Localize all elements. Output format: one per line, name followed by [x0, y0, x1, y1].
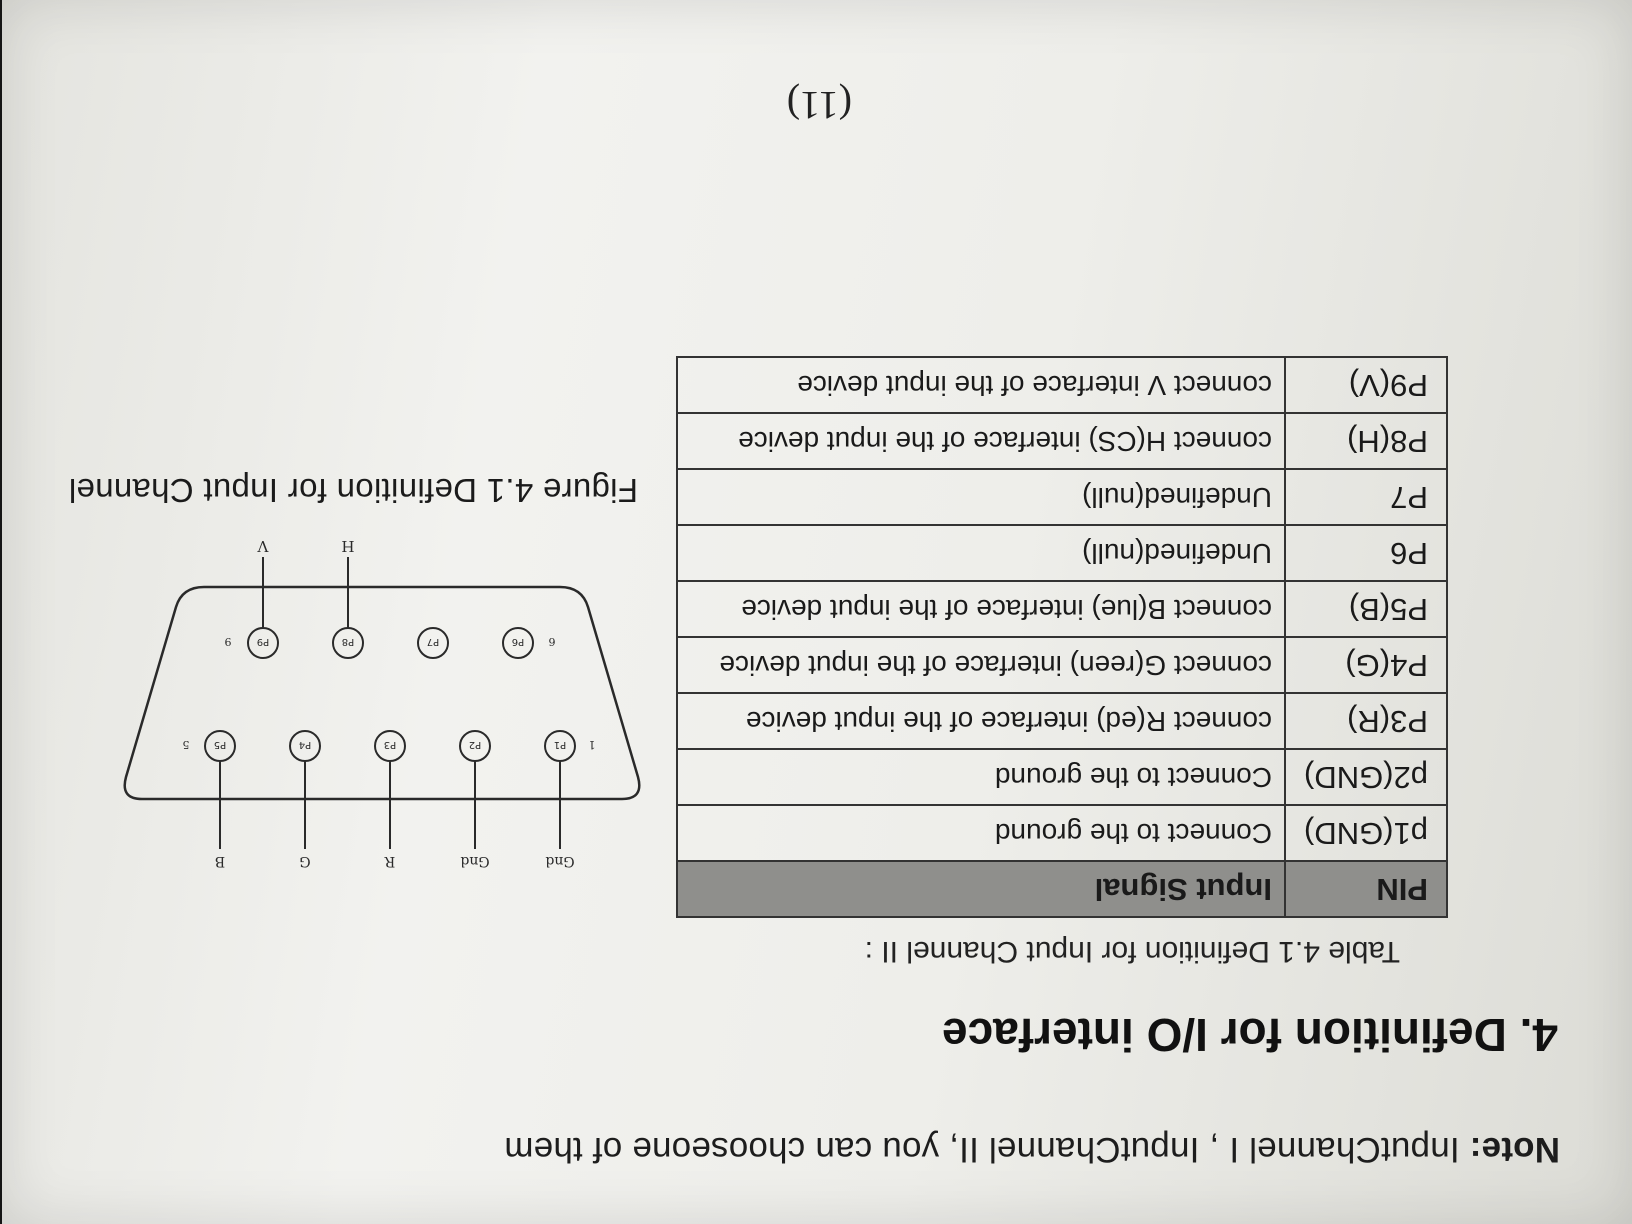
pin-cell: P9(V): [1285, 357, 1447, 413]
corner-label-9: 9: [225, 635, 232, 648]
corner-label-6: 6: [549, 635, 556, 648]
signal-label-p1: Gnd: [545, 853, 574, 869]
header-input-signal: Input Signal: [677, 861, 1285, 917]
pin-cell: p2(GND): [1285, 749, 1447, 805]
pin-p9: [247, 627, 279, 659]
pin-cell: P4(G): [1285, 637, 1447, 693]
pin-cell: p1(GND): [1285, 805, 1447, 861]
signal-cell: Connect to the ground: [677, 805, 1285, 861]
signal-label-h: H: [341, 539, 354, 555]
signal-label-p5: B: [215, 853, 225, 869]
pin-p4: [289, 730, 321, 762]
pin-definition-table: PIN Input Signal p1(GND)Connect to the g…: [676, 356, 1448, 918]
pin-p2: [459, 730, 491, 762]
note-text: InputChannel I , InputChannel II, you ca…: [504, 1130, 1470, 1169]
signal-cell: connect G(reen) interface of the input d…: [677, 637, 1285, 693]
signal-cell: connect V interface of the input device: [677, 357, 1285, 413]
signal-cell: Undefined(null): [677, 469, 1285, 525]
pin-p8-label: P8: [342, 636, 354, 647]
table-row: P5(B)connect B(lue) interface of the inp…: [677, 581, 1447, 637]
pin-p4-label: P4: [299, 739, 311, 750]
signal-label-p4: G: [299, 853, 310, 869]
table-row: p1(GND)Connect to the ground: [677, 805, 1447, 861]
signal-label-p2: Gnd: [460, 853, 489, 869]
header-pin: PIN: [1285, 861, 1447, 917]
signal-cell: connect H(CS) interface of the input dev…: [677, 413, 1285, 469]
signal-cell: connect R(ed) interface of the input dev…: [677, 693, 1285, 749]
signal-cell: Connect to the ground: [677, 749, 1285, 805]
pin-cell: P8(H): [1285, 413, 1447, 469]
signal-label-p3: R: [384, 853, 395, 869]
table-caption: Table 4.1 Definition for Input Channel I…: [864, 935, 1400, 968]
figure-caption: Figure 4.1 Definition for Input Channel: [68, 472, 638, 509]
table-header-row: PIN Input Signal: [677, 861, 1447, 917]
page-number: (11): [786, 83, 852, 128]
pin-p3: [374, 730, 406, 762]
pin-p5-label: P5: [214, 739, 226, 750]
signal-label-v: V: [256, 539, 269, 555]
pin-p6-label: P6: [512, 636, 524, 647]
vga-connector-diagram: P1 P2 P3 P4 P5 P6 P7 P8 P9 Gnd Gnd R G B H V 1 5 6 9: [123, 539, 641, 869]
table-row: P4(G)connect G(reen) interface of the in…: [677, 637, 1447, 693]
pin-p1: [544, 730, 576, 762]
pin-cell: P3(R): [1285, 693, 1447, 749]
pin-cell: P5(B): [1285, 581, 1447, 637]
table-row: P8(H)connect H(CS) interface of the inpu…: [677, 413, 1447, 469]
pin-cell: P7: [1285, 469, 1447, 525]
pin-p7: [417, 627, 449, 659]
pin-p8: [332, 627, 364, 659]
table-row: P3(R)connect R(ed) interface of the inpu…: [677, 693, 1447, 749]
note-line: Note: InputChannel I , InputChannel II, …: [504, 1129, 1560, 1169]
pin-cell: P6: [1285, 525, 1447, 581]
note-label: Note:: [1469, 1130, 1560, 1169]
pin-p6: [502, 627, 534, 659]
signal-cell: Undefined(null): [677, 525, 1285, 581]
section-heading: 4. Definition for I/O interface: [942, 1009, 1558, 1061]
connector-shell-outline: [123, 585, 641, 801]
pin-p7-label: P7: [427, 636, 439, 647]
signal-cell: connect B(lue) interface of the input de…: [677, 581, 1285, 637]
pin-p1-label: P1: [554, 739, 566, 750]
pin-p9-label: P9: [257, 636, 269, 647]
pin-p5: [204, 730, 236, 762]
corner-label-1: 1: [589, 738, 596, 751]
corner-label-5: 5: [183, 738, 190, 751]
pin-p3-label: P3: [384, 739, 396, 750]
pin-p2-label: P2: [469, 739, 481, 750]
table-row: p2(GND)Connect to the ground: [677, 749, 1447, 805]
table-row: P9(V)connect V interface of the input de…: [677, 357, 1447, 413]
